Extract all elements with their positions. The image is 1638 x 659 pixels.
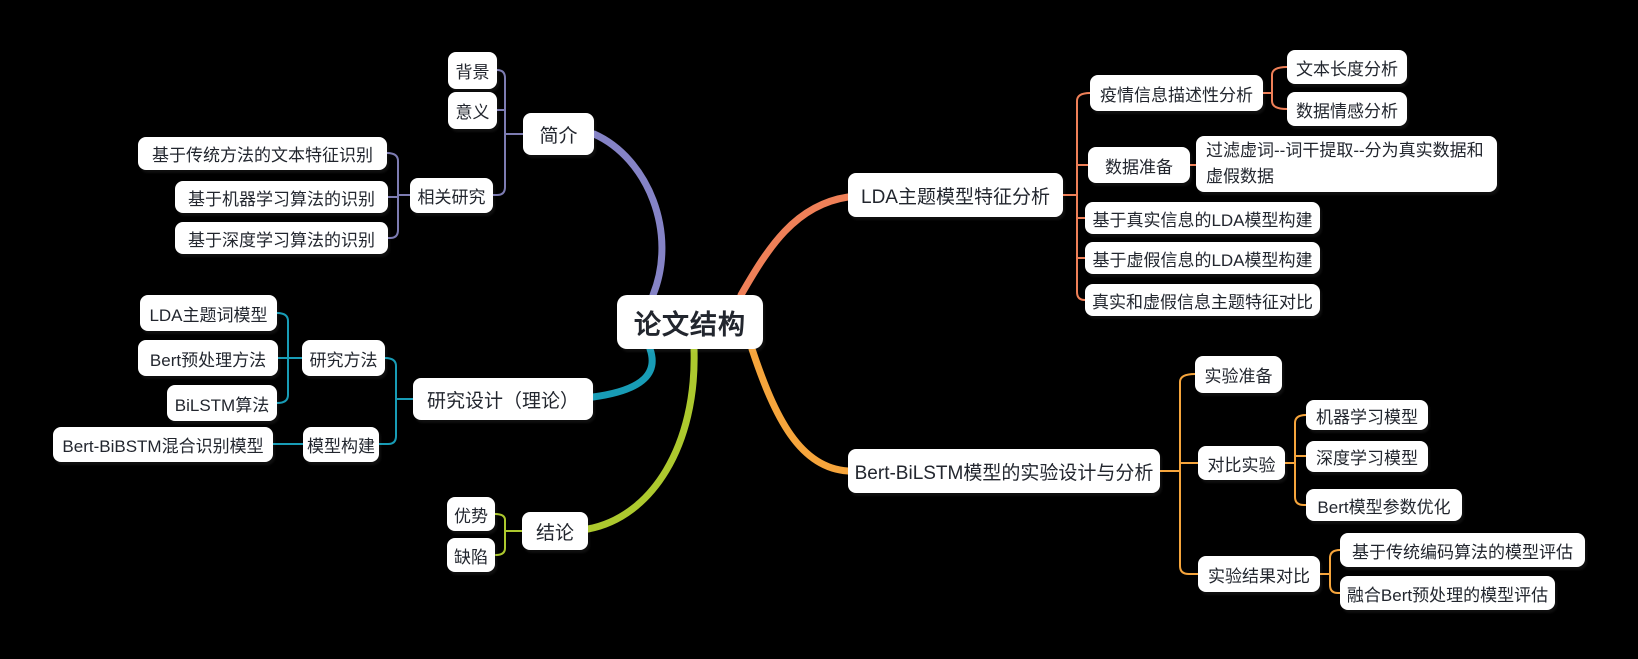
branch-lda-analysis[interactable]: LDA主题模型特征分析 [848, 173, 1063, 217]
node-advantage[interactable]: 优势 [447, 497, 495, 531]
branch-intro[interactable]: 简介 [523, 113, 594, 155]
connector-group-design [272, 312, 656, 445]
node-bilstm-algorithm[interactable]: BiLSTM算法 [167, 385, 277, 421]
node-fake-lda-model[interactable]: 基于虚假信息的LDA模型构建 [1085, 242, 1320, 274]
node-topic-feature-compare[interactable]: 真实和虚假信息主题特征对比 [1085, 284, 1320, 316]
connector-group-intro [386, 69, 666, 299]
node-intro-background[interactable]: 背景 [448, 52, 497, 89]
node-defect[interactable]: 缺陷 [447, 538, 495, 572]
node-traditional-text-feature[interactable]: 基于传统方法的文本特征识别 [138, 137, 387, 170]
connector-main-intro [590, 130, 666, 299]
node-traditional-encoding-eval[interactable]: 基于传统编码算法的模型评估 [1340, 533, 1585, 567]
node-ml-model[interactable]: 机器学习模型 [1306, 400, 1428, 430]
node-model-build[interactable]: 模型构建 [303, 427, 379, 462]
node-sentiment-analysis[interactable]: 数据情感分析 [1287, 92, 1407, 126]
node-lda-topic-model[interactable]: LDA主题词模型 [140, 295, 277, 331]
branch-conclusion[interactable]: 结论 [522, 512, 588, 550]
root-topic[interactable]: 论文结构 [617, 295, 763, 349]
connector-main-experiment [748, 345, 852, 475]
connector-main-conclusion [584, 345, 698, 533]
node-dl-recognition[interactable]: 基于深度学习算法的识别 [175, 222, 388, 254]
node-research-method[interactable]: 研究方法 [302, 340, 385, 376]
node-epidemic-descriptive[interactable]: 疫情信息描述性分析 [1090, 75, 1263, 111]
node-bert-param-tuning[interactable]: Bert模型参数优化 [1306, 489, 1462, 521]
connector-group-experiment [748, 345, 1341, 594]
node-comparison-exp[interactable]: 对比实验 [1198, 446, 1285, 480]
node-bert-bibstm-hybrid[interactable]: Bert-BiBSTM混合识别模型 [53, 427, 273, 462]
node-related-research[interactable]: 相关研究 [410, 178, 493, 213]
connector-main-design [589, 345, 656, 401]
node-ml-recognition[interactable]: 基于机器学习算法的识别 [175, 181, 388, 213]
node-intro-significance[interactable]: 意义 [448, 92, 497, 129]
node-real-lda-model[interactable]: 基于真实信息的LDA模型构建 [1085, 202, 1320, 234]
node-exp-prep[interactable]: 实验准备 [1195, 356, 1282, 393]
node-bert-preprocess[interactable]: Bert预处理方法 [138, 340, 278, 376]
connector-main-lda [737, 193, 852, 299]
node-text-length-analysis[interactable]: 文本长度分析 [1287, 50, 1407, 84]
node-data-prep[interactable]: 数据准备 [1088, 147, 1190, 183]
node-bert-preprocess-eval[interactable]: 融合Bert预处理的模型评估 [1340, 576, 1555, 610]
node-dl-model[interactable]: 深度学习模型 [1306, 441, 1428, 472]
branch-experiment[interactable]: Bert-BiLSTM模型的实验设计与分析 [848, 449, 1160, 493]
connector-group-lda [737, 66, 1288, 301]
node-exp-result-compare[interactable]: 实验结果对比 [1198, 556, 1320, 592]
branch-research-design[interactable]: 研究设计（理论） [413, 378, 593, 420]
node-filter-stopwords[interactable]: 过滤虚词--词干提取--分为真实数据和虚假数据 [1196, 136, 1497, 192]
connector-group-conclusion [494, 345, 698, 556]
